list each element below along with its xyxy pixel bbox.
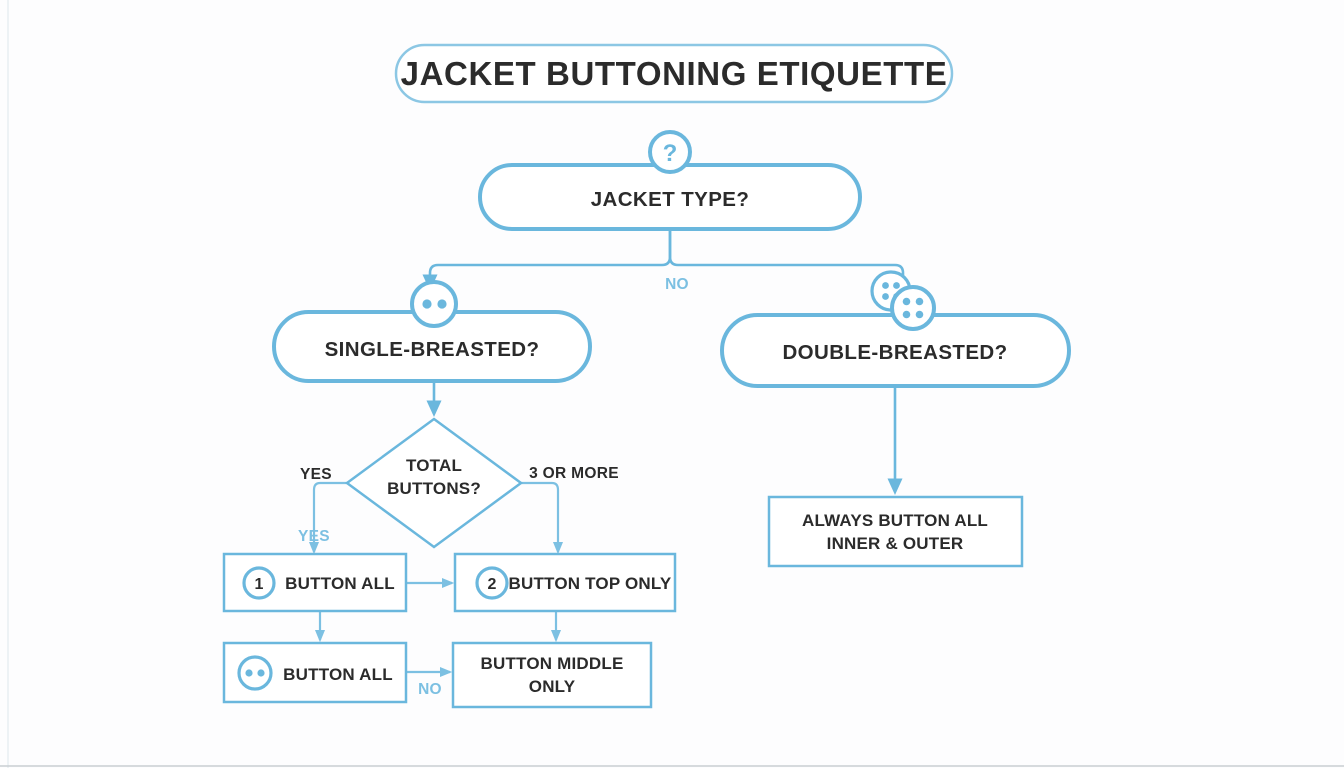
node-double-breasted[interactable]: DOUBLE-BREASTED? (720, 270, 1071, 388)
node-button-top-only-label: BUTTON TOP ONLY (509, 574, 672, 593)
node-always-button-all[interactable]: ALWAYS BUTTON ALL INNER & OUTER (767, 495, 1024, 568)
edge-label-no-button-all: NO (418, 681, 442, 698)
edge-label-yes-blue: YES (298, 528, 330, 545)
question-mark-icon (648, 130, 692, 174)
node-total-buttons-label-line1: TOTAL (406, 456, 462, 475)
node-button-all-2[interactable]: BUTTON ALL (222, 641, 408, 704)
edge-root-to-single (422, 228, 672, 292)
two-hole-button-icon-small (237, 655, 273, 691)
node-button-middle-only-label-line1: BUTTON MIDDLE (481, 654, 624, 673)
edge-label-no-root: NO (665, 276, 689, 293)
node-button-all-2-label: BUTTON ALL (283, 665, 393, 684)
edge-diamond-left-to-button-all-1 (308, 481, 348, 555)
node-button-all-1-label: BUTTON ALL (285, 574, 395, 593)
number-badge-icon-2: 2 (475, 566, 509, 600)
title-pill (394, 43, 954, 104)
number-badge-icon-1: 1 (242, 566, 276, 600)
node-total-buttons-shape[interactable] (344, 417, 524, 549)
node-jacket-type-label: JACKET TYPE? (591, 188, 750, 211)
edge-label-three-or-more: 3 OR MORE (529, 465, 619, 482)
question-mark-icon-glyph: ? (663, 140, 678, 167)
node-jacket-type[interactable]: JACKET TYPE? ? (478, 130, 862, 231)
node-always-button-all-shape[interactable] (767, 495, 1024, 568)
number-badge-2-text: 2 (488, 576, 497, 593)
node-always-button-all-label-line1: ALWAYS BUTTON ALL (802, 511, 988, 530)
node-button-top-only[interactable]: 2 BUTTON TOP ONLY (453, 552, 677, 613)
node-total-buttons-label-line2: BUTTONS? (387, 479, 481, 498)
node-always-button-all-label-line2: INNER & OUTER (827, 534, 964, 553)
node-single-breasted-label: SINGLE-BREASTED? (325, 338, 540, 361)
title-text: JACKET BUTTONING ETIQUETTE (401, 55, 948, 92)
double-four-hole-button-icon (870, 270, 936, 331)
node-button-middle-only-label-line2: ONLY (529, 677, 576, 696)
edge-root-to-double (668, 228, 905, 291)
node-button-middle-only[interactable]: BUTTON MIDDLE ONLY (451, 641, 653, 709)
number-badge-1-text: 1 (255, 576, 264, 593)
node-double-breasted-label: DOUBLE-BREASTED? (782, 341, 1007, 364)
node-total-buttons[interactable]: TOTAL BUTTONS? (344, 417, 524, 549)
node-button-all-1[interactable]: 1 BUTTON ALL (222, 552, 408, 613)
page-title: JACKET BUTTONING ETIQUETTE (394, 43, 954, 104)
two-hole-button-icon (410, 280, 458, 328)
node-button-middle-only-shape[interactable] (451, 641, 653, 709)
node-single-breasted[interactable]: SINGLE-BREASTED? (272, 280, 592, 383)
edge-label-yes-dark: YES (300, 466, 332, 483)
edge-diamond-right-to-button-top-only (520, 481, 564, 555)
